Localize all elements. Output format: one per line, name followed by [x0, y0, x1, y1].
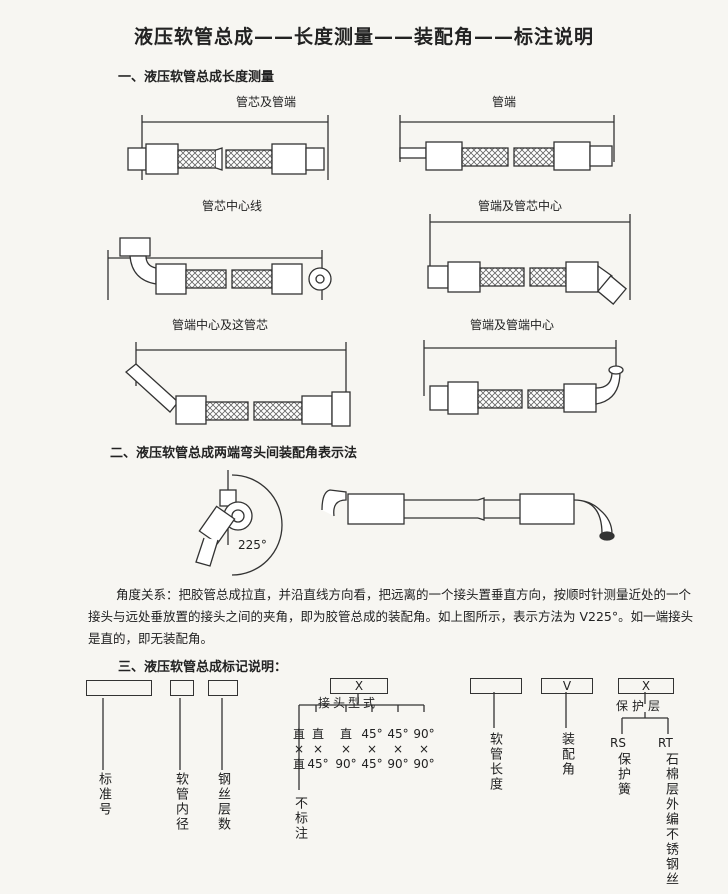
caption-2: 管端	[492, 95, 517, 109]
assembly-angle-diagram	[195, 470, 283, 576]
rs-code: RS	[610, 736, 626, 750]
hose-drawing-1	[127, 115, 329, 180]
joint-type-6: 90°×90°	[413, 727, 435, 771]
wire-layers-box	[208, 680, 238, 696]
rs-text: 保护簧	[615, 752, 630, 797]
caption-4: 管端及管芯中心	[478, 199, 563, 213]
joint-type-2: 直×45°	[307, 727, 329, 771]
label-assembly-angle: 装配角	[559, 732, 574, 777]
standard-box	[86, 680, 152, 696]
hose-drawing-2	[399, 115, 615, 171]
protection-box: X	[618, 678, 674, 694]
section1-heading: 一、液压软管总成长度测量	[118, 70, 275, 85]
two-elbow-hose-diagram	[321, 489, 615, 541]
joint-type-4: 45°×45°	[361, 727, 383, 771]
protection-label: 保护层	[616, 699, 665, 713]
assembly-angle-paragraph: 角度关系：把胶管总成拉直，并沿直线方向看，把远离的一个接头置垂直方向，按顺时针测…	[88, 587, 694, 646]
joint-type-box: X	[330, 678, 388, 694]
hose-drawing-4	[427, 214, 631, 306]
label-standard: 标准号	[96, 772, 111, 817]
caption-6: 管端及管端中心	[470, 318, 555, 332]
assembly-angle-box: V	[541, 678, 593, 694]
caption-1: 管芯及管端	[236, 95, 297, 109]
hose-drawing-6	[423, 340, 624, 415]
label-wire-layers: 钢丝层数	[215, 772, 230, 832]
angle-label: 225°	[238, 538, 267, 552]
section3-heading: 三、液压软管总成标记说明：	[118, 660, 288, 675]
joint-type-label: 接头型式	[318, 696, 379, 710]
caption-3: 管芯中心线	[202, 199, 263, 213]
joint-type-5: 45°×90°	[387, 727, 409, 771]
label-not-marked: 不标注	[292, 796, 307, 841]
marking-lines	[102, 692, 669, 790]
hose-length-box	[470, 678, 522, 694]
joint-type-3: 直×90°	[335, 727, 357, 771]
rt-text: 石棉层外编不锈钢丝	[663, 752, 678, 887]
rt-code: RT	[658, 736, 673, 750]
label-hose-length: 软管长度	[487, 732, 502, 792]
hose-drawing-3	[107, 237, 332, 300]
caption-5: 管端中心及这管芯	[172, 318, 269, 332]
joint-type-1: 直×直	[292, 727, 305, 771]
hose-drawing-5	[124, 342, 351, 427]
page-title: 液压软管总成——长度测量——装配角——标注说明	[133, 26, 594, 48]
section2-heading: 二、液压软管总成两端弯头间装配角表示法	[110, 446, 358, 461]
inner-diameter-box	[170, 680, 194, 696]
label-inner-diameter: 软管内径	[173, 772, 188, 832]
